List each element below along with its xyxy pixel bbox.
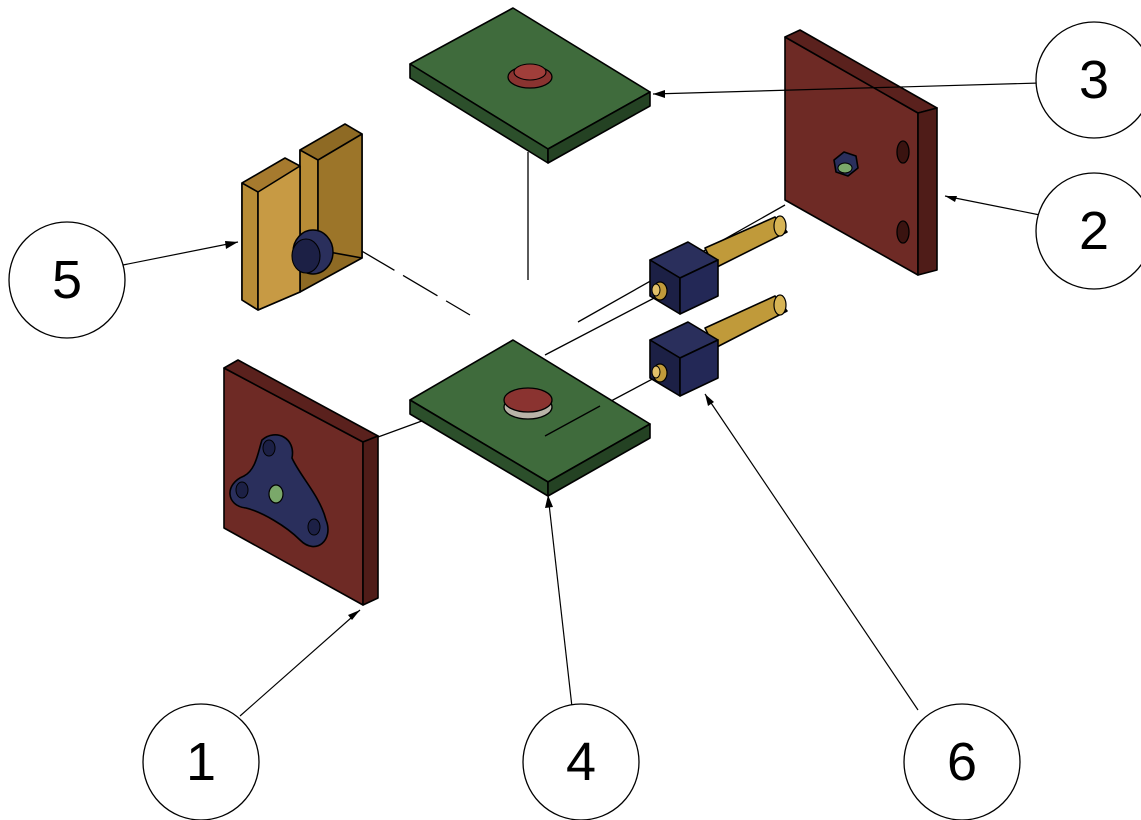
part-1-left-plate (223, 359, 379, 606)
balloon-1-label: 1 (186, 732, 216, 792)
plate-2-fitting (833, 151, 859, 177)
clip-button (291, 229, 334, 275)
balloon-1: 1 (142, 703, 260, 820)
balloon-3: 3 (1035, 21, 1141, 139)
balloon-2: 2 (1035, 172, 1141, 290)
part-6-upper-connector (649, 215, 788, 315)
balloon-4-label: 4 (566, 732, 596, 792)
part-2-right-plate (784, 29, 938, 276)
balloon-4: 4 (522, 703, 640, 820)
plate-3-button (507, 63, 553, 89)
balloon-6-label: 6 (947, 732, 977, 792)
tri-lobe-flange (229, 434, 329, 548)
part-6-lower-connector (649, 294, 788, 397)
balloon-3-label: 3 (1079, 50, 1109, 110)
balloon-6: 6 (903, 703, 1021, 820)
part-3-top-plate (409, 7, 651, 164)
part-4-bottom-plate (409, 339, 651, 497)
part-5-clip (241, 123, 363, 311)
leader-lines (122, 82, 1041, 717)
plate-4-button (503, 387, 553, 420)
balloon-5-label: 5 (52, 250, 82, 310)
balloon-5: 5 (8, 221, 126, 339)
balloon-2-label: 2 (1079, 201, 1109, 261)
